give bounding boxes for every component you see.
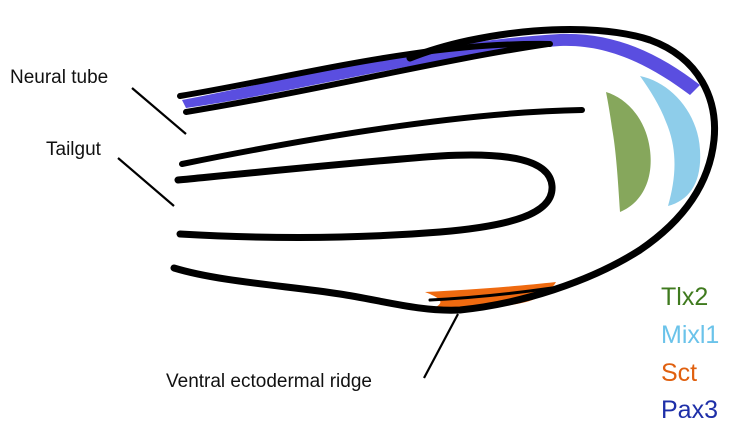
tailgut-upper-arm xyxy=(182,110,582,164)
ventral-ridge-label: Ventral ectodermal ridge xyxy=(166,372,372,391)
tailgut-loop xyxy=(178,155,552,237)
ventral-ridge-leader xyxy=(424,314,458,378)
mixl1-region xyxy=(640,76,700,206)
legend-item-tlx2: Tlx2 xyxy=(661,285,708,310)
legend-item-sct: Sct xyxy=(661,361,697,386)
neural-tube-label: Neural tube xyxy=(10,68,108,87)
neural-tube-lower-line xyxy=(186,44,548,112)
legend-item-pax3: Pax3 xyxy=(661,398,718,423)
tailgut-label: Tailgut xyxy=(46,140,101,159)
tlx2-region xyxy=(606,92,651,212)
legend-item-mixl1: Mixl1 xyxy=(661,323,719,348)
tailgut-leader xyxy=(118,158,174,206)
